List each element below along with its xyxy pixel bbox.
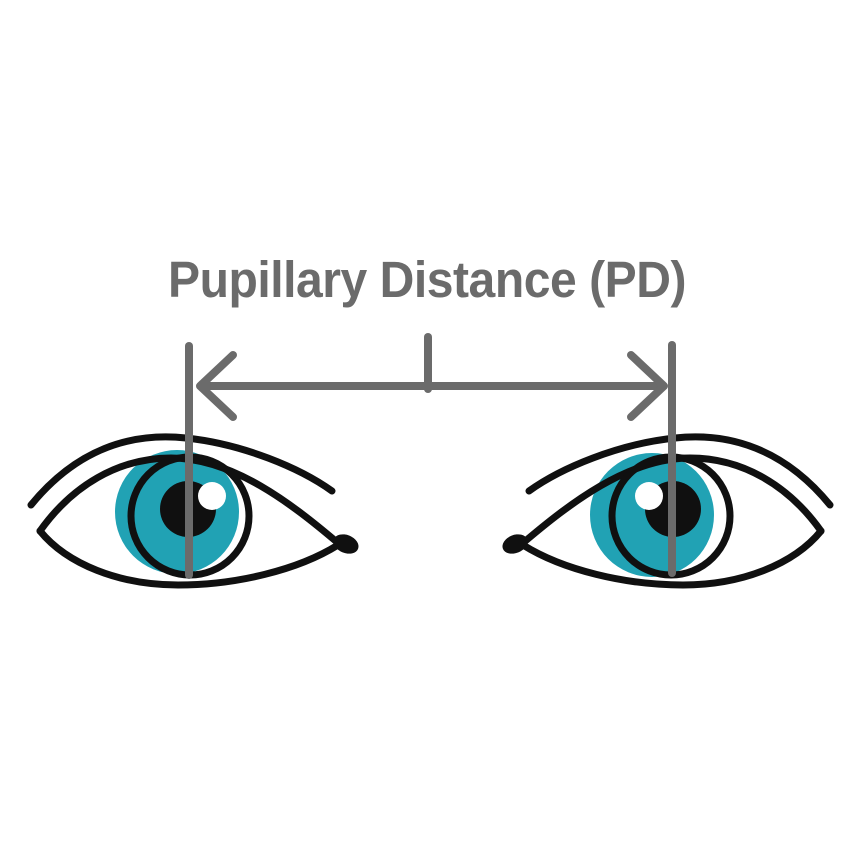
diagram-title: Pupillary Distance (PD): [168, 251, 686, 308]
arrowhead-right-icon: [627, 351, 668, 421]
measurement-overlay: [185, 333, 676, 579]
arrowhead-left-icon: [196, 351, 237, 421]
